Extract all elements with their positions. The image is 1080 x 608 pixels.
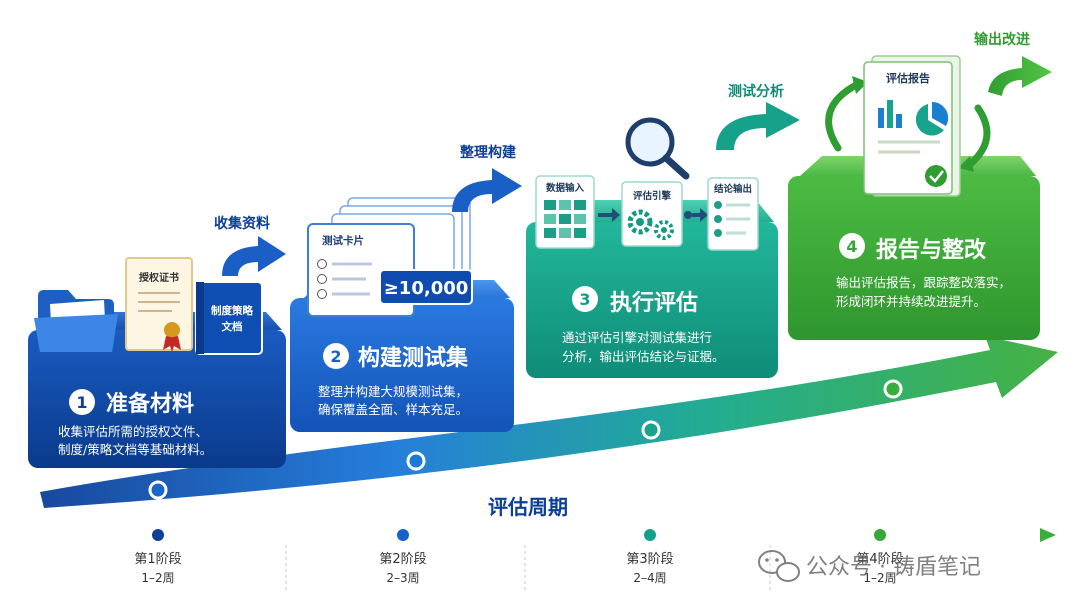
test-card-stack-icon: 测试卡片 ≥10,000	[307, 197, 473, 317]
timeline-duration-4: 1–2周	[863, 571, 896, 585]
policy-doc-label-2: 文档	[221, 320, 243, 333]
stage-2-number: 2	[330, 347, 341, 366]
timeline-node-1	[152, 529, 164, 541]
flow-arrow-4: 输出改进	[974, 31, 1052, 96]
watermark-text: 公众号 · 铸盾笔记	[806, 555, 981, 580]
timeline: 评估周期 第1阶段 1–2周 第2阶段 2–3周 第3阶段 2–4周 第4阶段 …	[20, 492, 1056, 590]
timeline-duration-1: 1–2周	[141, 571, 174, 585]
flow-label-1: 收集资料	[214, 215, 270, 232]
stage-2-title: 构建测试集	[358, 345, 469, 371]
progress-node-2	[406, 451, 426, 471]
stage-4-number: 4	[846, 237, 857, 256]
stage-2-desc-2: 确保覆盖全面、样本充足。	[318, 402, 468, 417]
stage-2-block: 测试卡片 ≥10,000 2 构建测试集 整理并构建大规模测试集， 确保覆盖全面…	[290, 197, 514, 432]
flow-arrow-3: 测试分析	[716, 83, 800, 150]
test-count-label: ≥10,000	[384, 278, 469, 299]
wechat-icon	[758, 550, 800, 582]
certificate-icon: 授权证书	[125, 257, 193, 352]
flow-label-2: 整理构建	[459, 144, 516, 161]
stage-3-block: 数据输入 评估引擎	[526, 117, 778, 378]
progress-node-1	[148, 480, 168, 500]
stage-2-number-badge	[323, 343, 349, 369]
cycle-label: 评估周期	[488, 495, 568, 519]
progress-node-3	[641, 420, 661, 440]
policy-book-icon: 制度策略 文档	[195, 281, 263, 355]
timeline-node-2	[397, 529, 409, 541]
connector-dot	[684, 211, 692, 219]
timeline-duration-3: 2–4周	[633, 571, 666, 585]
timeline-phase-1: 第1阶段	[134, 552, 181, 567]
stage-4-title: 报告与整改	[876, 237, 987, 263]
stage-1-desc-1: 收集评估所需的授权文件、	[58, 424, 208, 439]
watermark: 公众号 · 铸盾笔记	[758, 550, 981, 582]
timeline-phase-2: 第2阶段	[379, 552, 426, 567]
stage-4-desc-1: 输出评估报告，跟踪整改落实，	[836, 275, 1011, 290]
flow-label-4: 输出改进	[974, 31, 1030, 48]
stage-1-number: 1	[76, 393, 87, 412]
output-label: 结论输出	[713, 183, 752, 195]
stage-3-desc-1: 通过评估引擎对测试集进行	[562, 330, 712, 345]
timeline-node-3	[644, 529, 656, 541]
stage-2-desc-1: 整理并构建大规模测试集，	[318, 384, 468, 399]
stage-4-desc-2: 形成闭环并持续改进提升。	[836, 294, 986, 309]
stage-3-number: 3	[579, 290, 590, 309]
stage-1-desc-2: 制度/策略文档等基础材料。	[58, 442, 212, 457]
stage-1-number-badge	[69, 389, 95, 415]
arrow-right-icon	[598, 208, 620, 222]
stage-4-number-badge	[839, 233, 865, 259]
flow-arrow-1: 收集资料	[214, 215, 286, 276]
timeline-phase-4: 第4阶段	[856, 552, 903, 567]
folder-icon	[34, 290, 118, 352]
stage-3-desc-2: 分析，输出评估结论与证据。	[562, 349, 725, 364]
stage-1-title: 准备材料	[106, 391, 194, 417]
stage-1-block: 授权证书 制度策略 文档 1 准备材料 收集评估所需的授权文件、 制度/策略文档…	[28, 257, 286, 468]
progress-arrow	[40, 336, 1058, 508]
data-input-label: 数据输入	[545, 182, 585, 194]
flow-arrow-2: 整理构建	[452, 144, 522, 212]
magnifier-icon	[625, 117, 690, 180]
arrow-right-icon-2	[692, 208, 708, 222]
timeline-duration-2: 2–3周	[386, 571, 419, 585]
progress-node-4	[883, 379, 903, 399]
certificate-label: 授权证书	[139, 271, 179, 284]
engine-label: 评估引擎	[633, 190, 672, 202]
stage-4-block: 评估报告 4 报告与整改 输出评估报告，跟踪整改落实， 形成闭环并持续改进提升。	[788, 55, 1040, 340]
conclusion-output-icon: 结论输出	[707, 177, 759, 251]
timeline-node-4	[874, 529, 886, 541]
evaluation-engine-icon: 评估引擎	[621, 181, 683, 247]
stage-3-title: 执行评估	[610, 290, 698, 316]
flow-label-3: 测试分析	[728, 83, 784, 100]
report-label: 评估报告	[886, 71, 930, 85]
data-input-icon: 数据输入	[535, 175, 595, 249]
test-card-label: 测试卡片	[322, 234, 364, 247]
timeline-phase-3: 第3阶段	[626, 552, 673, 567]
policy-doc-label-1: 制度策略	[211, 304, 253, 317]
report-document-icon: 评估报告	[863, 55, 961, 197]
stage-3-number-badge	[572, 286, 598, 312]
